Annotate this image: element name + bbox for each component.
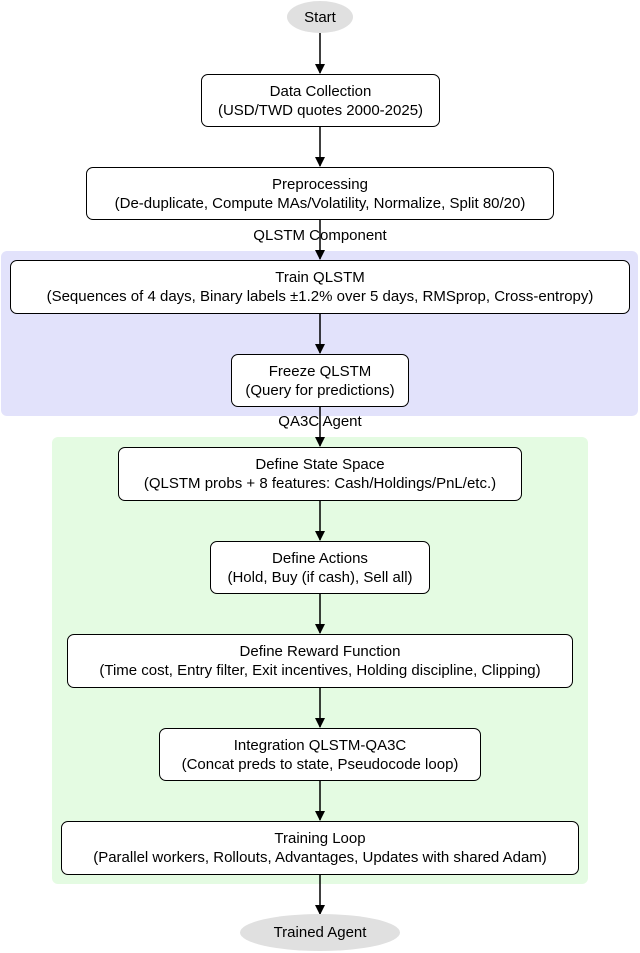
step-detail: (USD/TWD quotes 2000-2025) (217, 101, 424, 119)
step-title: Training Loop (274, 830, 366, 847)
step-title: Define State Space (255, 456, 385, 473)
step-detail: (Query for predictions) (245, 381, 395, 399)
start-node: Start (287, 1, 353, 33)
step-define-state-space: Define State Space (QLSTM probs + 8 feat… (118, 447, 522, 501)
qlstm-cluster-label: QLSTM Component (253, 227, 387, 244)
step-define-reward-function: Define Reward Function (Time cost, Entry… (67, 634, 573, 688)
step-detail: (Concat preds to state, Pseudocode loop) (181, 755, 459, 773)
end-node: Trained Agent (240, 914, 400, 951)
step-detail: (Parallel workers, Rollouts, Advantages,… (93, 849, 547, 866)
step-integration: Integration QLSTM-QA3C (Concat preds to … (159, 728, 481, 781)
step-train-qlstm: Train QLSTM (Sequences of 4 days, Binary… (10, 260, 630, 314)
step-detail: (De-duplicate, Compute MAs/Volatility, N… (114, 194, 526, 212)
step-training-loop: Training Loop (Parallel workers, Rollout… (61, 821, 579, 875)
step-title: Preprocessing (272, 175, 368, 193)
step-title: Freeze QLSTM (268, 362, 372, 380)
step-title: Define Reward Function (239, 643, 401, 660)
step-freeze-qlstm: Freeze QLSTM (Query for predictions) (231, 354, 409, 407)
step-data-collection: Data Collection (USD/TWD quotes 2000-202… (201, 74, 440, 127)
step-title: Train QLSTM (275, 269, 365, 286)
step-preprocessing: Preprocessing (De-duplicate, Compute MAs… (86, 167, 554, 220)
step-define-actions: Define Actions (Hold, Buy (if cash), Sel… (210, 541, 430, 594)
step-detail: (QLSTM probs + 8 features: Cash/Holdings… (143, 475, 497, 492)
step-detail: (Hold, Buy (if cash), Sell all) (227, 568, 413, 586)
step-title: Integration QLSTM-QA3C (233, 736, 407, 754)
step-detail: (Sequences of 4 days, Binary labels ±1.2… (46, 288, 594, 305)
step-detail: (Time cost, Entry filter, Exit incentive… (99, 662, 541, 679)
step-title: Define Actions (272, 549, 368, 567)
qa3c-cluster-label: QA3C Agent (278, 413, 362, 430)
step-title: Data Collection (269, 82, 372, 100)
